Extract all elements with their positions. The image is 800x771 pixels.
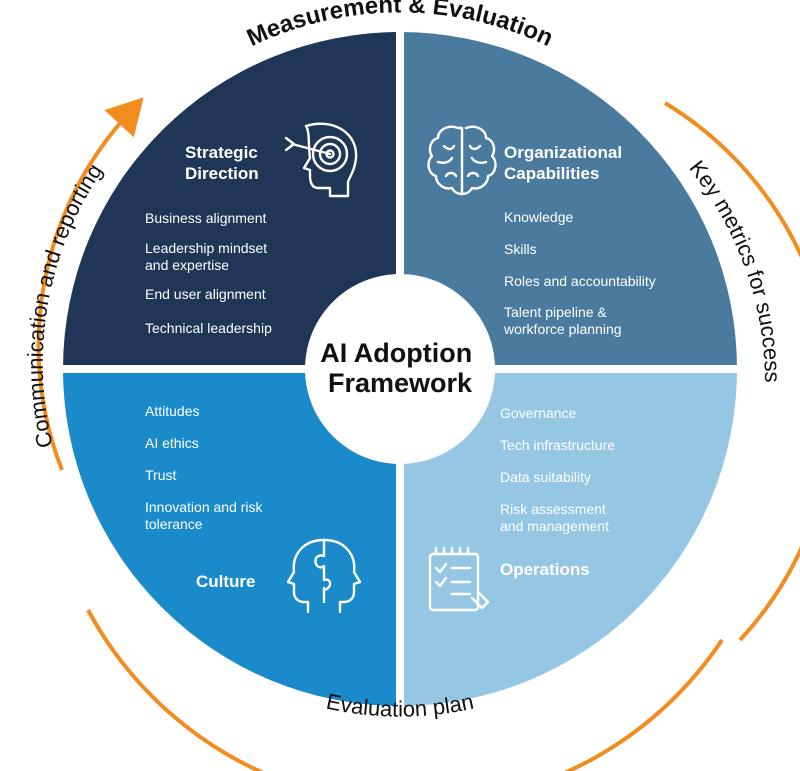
strategic-item: Business alignment xyxy=(145,210,267,226)
culture-group: Attitudes AI ethics Trust Innovation and… xyxy=(145,403,266,591)
operations-title: Operations xyxy=(500,560,590,579)
clipboard-checklist-icon xyxy=(428,546,490,612)
quadrant-operations xyxy=(400,369,737,706)
organizational-item: Knowledge xyxy=(504,209,573,225)
strategic-title: Strategic Direction xyxy=(185,143,262,183)
culture-title: Culture xyxy=(196,572,256,591)
organizational-capabilities-group: Organizational Capabilities Knowledge Sk… xyxy=(503,143,656,337)
operations-item: Tech infrastructure xyxy=(500,437,615,453)
strategic-item: Leadership mindset and expertise xyxy=(145,240,271,273)
culture-item: AI ethics xyxy=(145,435,199,451)
operations-item: Governance xyxy=(500,405,576,421)
culture-item: Trust xyxy=(145,467,176,483)
organizational-item: Roles and accountability xyxy=(504,273,656,289)
organizational-title: Organizational Capabilities xyxy=(504,143,627,183)
strategic-item: End user alignment xyxy=(145,286,266,302)
quadrant-organizational-capabilities xyxy=(400,32,737,369)
organizational-item: Skills xyxy=(504,241,537,257)
arrow-left-arc xyxy=(36,97,144,471)
brain-icon xyxy=(427,125,497,196)
strategic-direction-group: Strategic Direction Business alignment L… xyxy=(145,143,272,336)
culture-item: Attitudes xyxy=(145,403,199,419)
head-target-icon xyxy=(284,122,358,198)
head-puzzle-icon xyxy=(286,538,362,614)
organizational-item: Talent pipeline & workforce planning xyxy=(503,304,622,337)
center-title: AI Adoption Framework xyxy=(320,338,479,398)
arrow-right-arc xyxy=(663,101,800,642)
quadrant-strategic-direction xyxy=(63,32,400,369)
culture-item: Innovation and risk tolerance xyxy=(145,499,266,532)
arrow-bottom-arc xyxy=(86,609,724,771)
operations-group: Governance Tech infrastructure Data suit… xyxy=(500,405,615,579)
center-circle xyxy=(305,274,495,464)
strategic-item: Technical leadership xyxy=(145,320,272,336)
operations-item: Risk assessment and management xyxy=(500,501,610,534)
operations-item: Data suitability xyxy=(500,469,591,485)
quadrant-culture xyxy=(63,369,400,706)
